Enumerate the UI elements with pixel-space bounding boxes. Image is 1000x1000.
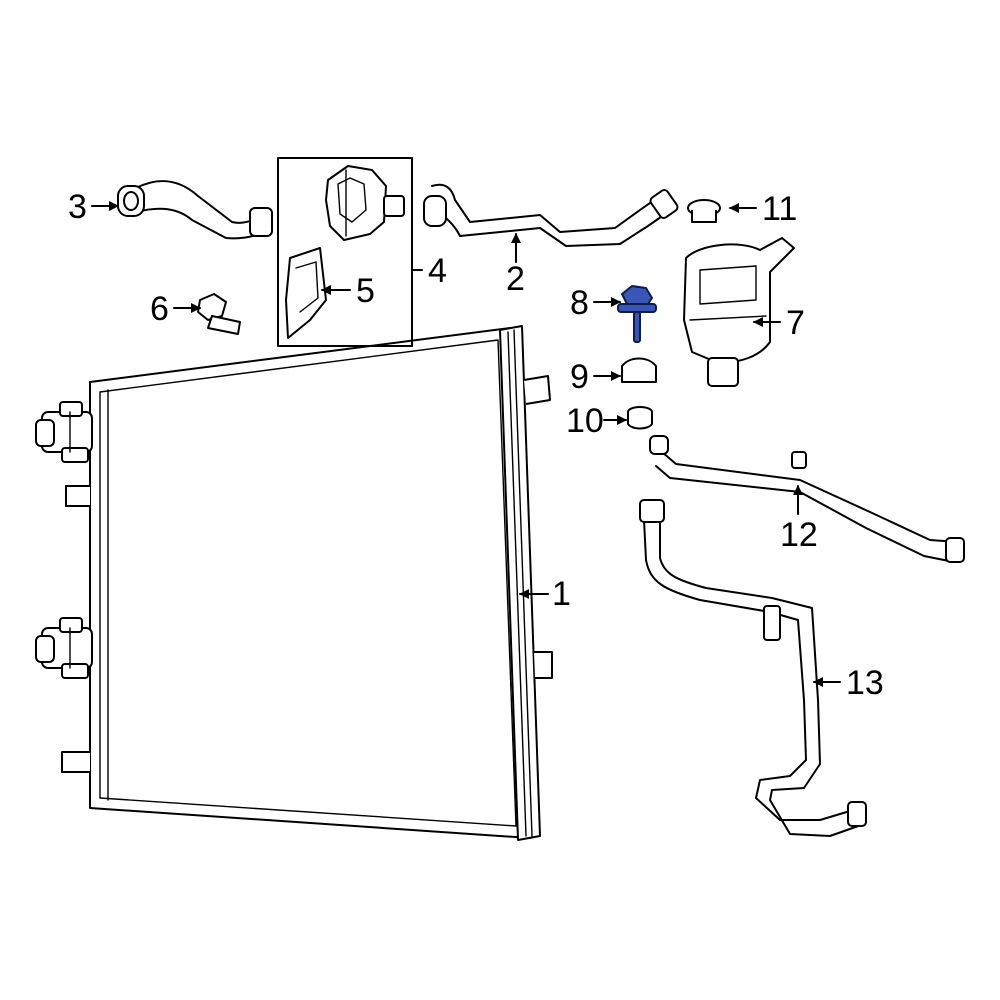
- bracket-part-5[interactable]: [285, 247, 327, 339]
- assembly-box-part-4[interactable]: [277, 157, 413, 347]
- bolt-part-6[interactable]: [197, 293, 241, 335]
- callout-12: 12: [780, 516, 818, 554]
- callout-2: 2: [506, 260, 525, 298]
- pump: [325, 165, 405, 241]
- callout-5: 5: [356, 272, 375, 310]
- hose-part-12[interactable]: [649, 435, 965, 563]
- callout-11: 11: [762, 190, 797, 228]
- bolt-part-8-highlighted[interactable]: [617, 284, 657, 343]
- cap-part-9[interactable]: [621, 357, 657, 383]
- callout-9: 9: [570, 358, 589, 396]
- hose-part-2[interactable]: [423, 183, 679, 247]
- plug-part-10[interactable]: [627, 406, 653, 430]
- callout-6: 6: [150, 290, 169, 328]
- hose-part-13[interactable]: [639, 499, 867, 837]
- callout-3: 3: [68, 188, 87, 226]
- reservoir-part-7[interactable]: [683, 237, 795, 387]
- reservoir-cap-part-11[interactable]: [687, 199, 721, 223]
- callout-10: 10: [566, 402, 604, 440]
- callout-8: 8: [570, 284, 589, 322]
- callout-4: 4: [428, 252, 447, 290]
- callout-13: 13: [846, 664, 884, 702]
- hose-part-3[interactable]: [117, 180, 273, 240]
- callout-7: 7: [786, 304, 805, 342]
- radiator-part-1[interactable]: [35, 325, 553, 841]
- callout-1: 1: [552, 575, 571, 613]
